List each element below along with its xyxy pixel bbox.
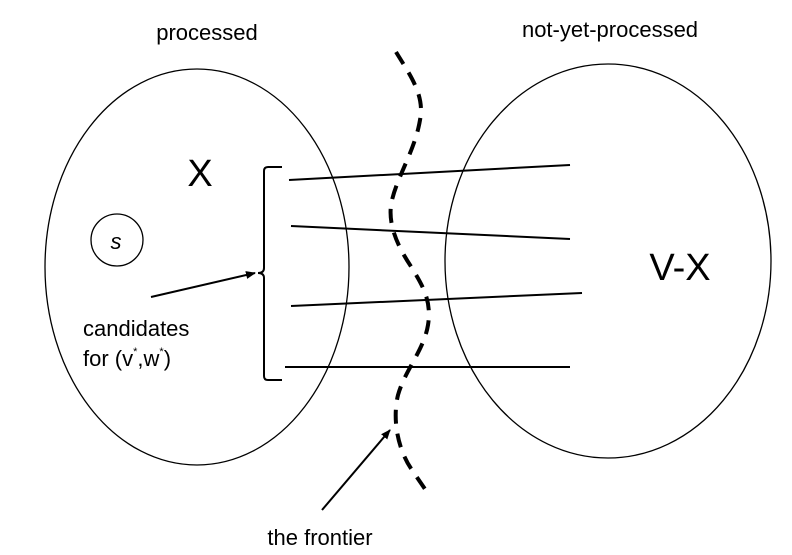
not-yet-processed-title: not-yet-processed <box>522 17 698 42</box>
candidates-arrow <box>150 271 256 298</box>
source-vertex-node <box>90 213 144 267</box>
processed-set-x-ellipse <box>44 68 350 466</box>
candidates-label-line2: for (v*,w*) <box>83 346 171 371</box>
crossing-edge-2 <box>290 225 571 240</box>
crossing-edge-1 <box>288 164 571 181</box>
crossing-edge-3 <box>290 292 583 307</box>
processed-title: processed <box>156 20 258 45</box>
candidates-label-line1: candidates <box>83 316 189 341</box>
frontier-arrow <box>321 429 391 511</box>
source-vertex-label: s <box>111 229 122 254</box>
frontier-dashed-curve <box>388 50 432 499</box>
candidates-bracket <box>257 166 282 381</box>
frontier-label: the frontier <box>267 525 372 550</box>
set-x-label: X <box>187 153 212 195</box>
set-vx-label: V-X <box>649 247 710 289</box>
unprocessed-set-vx-ellipse <box>444 63 772 459</box>
